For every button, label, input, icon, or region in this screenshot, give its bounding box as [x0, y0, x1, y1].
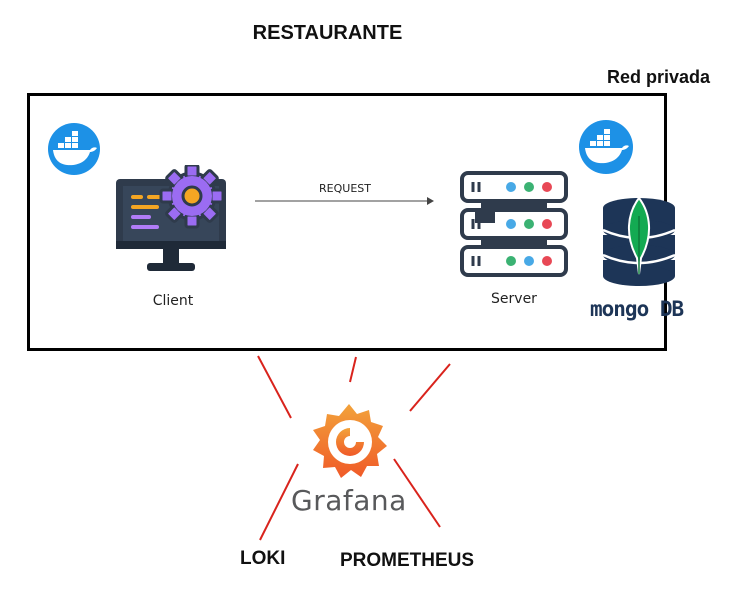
mongodb-label: mongo DB: [590, 297, 684, 321]
computer-gear-icon: [116, 165, 226, 271]
client-label: Client: [152, 293, 194, 309]
grafana-label: Grafana: [291, 484, 407, 517]
connector-line: [409, 363, 451, 412]
connector-line: [257, 355, 292, 419]
request-arrow: [255, 197, 434, 205]
diagram-title: RESTAURANTE: [252, 22, 403, 44]
server-rack-icon: [460, 171, 568, 277]
loki-label: LOKI: [240, 548, 286, 569]
docker-whale-icon: [579, 120, 633, 174]
network-label: Red privada: [606, 67, 710, 87]
prometheus-label: PROMETHEUS: [340, 550, 475, 571]
docker-whale-icon: [48, 123, 100, 175]
server-label: Server: [491, 291, 537, 307]
connector-line: [259, 463, 299, 541]
request-label: REQUEST: [319, 182, 371, 195]
grafana-logo-icon: [313, 404, 387, 478]
connector-line: [393, 458, 441, 528]
mongodb-leaf-icon: [602, 196, 676, 286]
connector-line: [349, 356, 357, 383]
